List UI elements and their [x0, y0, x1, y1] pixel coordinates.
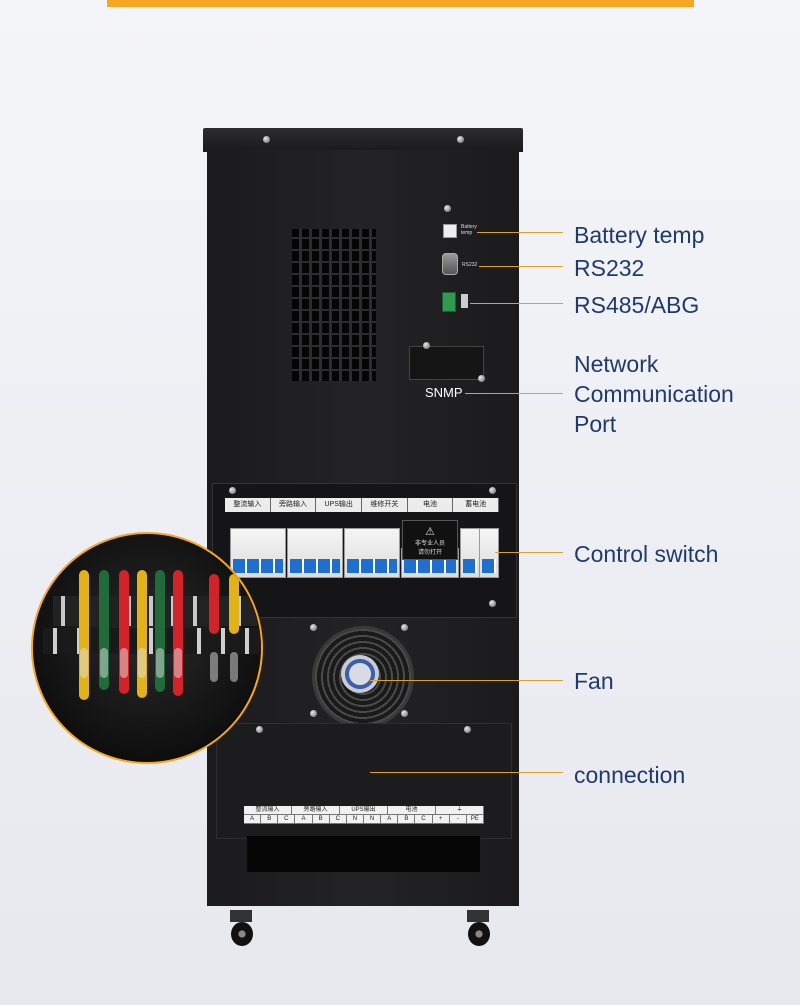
screw — [401, 710, 408, 717]
snmp-card-slot[interactable] — [409, 346, 484, 380]
top-accent-bar — [107, 0, 694, 7]
callout-line — [495, 552, 563, 553]
screw — [464, 726, 471, 733]
callout-battery-temp: Battery temp — [574, 222, 705, 248]
terminal-cell: - — [449, 815, 467, 824]
terminal-zoom-inset — [31, 532, 263, 764]
battery-breaker[interactable] — [479, 528, 499, 578]
terminal-cell: A — [244, 815, 262, 824]
terminal-cell: PE — [466, 815, 484, 824]
screw — [401, 624, 408, 631]
wire-green — [155, 570, 165, 692]
ventilation-grille — [292, 229, 376, 381]
terminal-cell: N — [346, 815, 364, 824]
battery-temp-port[interactable] — [443, 224, 457, 238]
ground-icon: ⏚ — [436, 806, 484, 815]
screw — [263, 136, 270, 143]
breaker-label: UPS输出 — [316, 498, 363, 512]
fan-hub — [341, 655, 379, 693]
rs485-terminal[interactable] — [442, 292, 456, 312]
callout-line-text: Network — [574, 351, 659, 377]
breaker-label: 电池 — [408, 498, 454, 512]
rs232-tag: RS232 — [462, 262, 478, 268]
terminal-group-label: 旁路输入 — [292, 806, 340, 815]
wire-yellow — [137, 570, 147, 698]
breaker-label: 蓄电池 — [453, 498, 500, 512]
terminal-cell: + — [432, 815, 450, 824]
wire-yellow — [229, 574, 239, 682]
cable-entry-slot — [247, 836, 480, 872]
callout-rs485: RS485/ABG — [574, 292, 700, 318]
rs485-connector[interactable] — [461, 294, 468, 308]
terminal-group-label: 电池 — [388, 806, 436, 815]
terminal-cell: C — [329, 815, 347, 824]
battery-breaker[interactable] — [460, 528, 480, 578]
ups-output-breaker[interactable] — [344, 528, 400, 578]
warning-text: 非专业人员 — [414, 541, 445, 547]
screw — [256, 726, 263, 733]
callout-fan: Fan — [574, 668, 614, 694]
screw — [423, 342, 430, 349]
callout-line — [479, 266, 563, 267]
callout-control-switch: Control switch — [574, 541, 719, 567]
warning-icon: ⚠ — [425, 526, 435, 538]
callout-line — [370, 772, 563, 773]
terminal-cell: B — [398, 815, 416, 824]
breaker-label-strip: 整流输入 旁路输入 UPS输出 维修开关 电池 蓄电池 — [225, 498, 500, 512]
terminal-cell: N — [363, 815, 382, 824]
breaker-label: 维修开关 — [362, 498, 408, 512]
terminal-cell: C — [415, 815, 433, 824]
callout-line — [465, 393, 563, 394]
callout-line-text: Port — [574, 411, 617, 437]
caster-wheel — [226, 910, 256, 946]
bypass-input-breaker[interactable] — [287, 528, 343, 578]
callout-line — [370, 680, 563, 681]
screw — [310, 710, 317, 717]
terminal-cell: B — [312, 815, 330, 824]
screw — [444, 205, 451, 212]
callout-line — [470, 303, 563, 304]
callout-line — [477, 232, 563, 233]
screw — [489, 487, 496, 494]
terminal-screws — [43, 628, 261, 654]
screw — [229, 487, 236, 494]
cabinet-top-cover — [203, 128, 523, 152]
breaker-label: 旁路输入 — [271, 498, 317, 512]
terminal-cell: A — [381, 815, 399, 824]
screw — [457, 136, 464, 143]
maintenance-switch-cover[interactable]: ⚠ 非专业人员 请勿打开 — [402, 520, 458, 560]
wire-red — [209, 574, 219, 682]
callout-line-text: Communication — [574, 381, 734, 407]
wire-yellow — [79, 570, 89, 700]
warning-text: 请勿打开 — [417, 550, 442, 556]
wire-green — [99, 570, 109, 690]
terminal-cell: A — [295, 815, 313, 824]
rs232-port[interactable] — [442, 253, 458, 275]
breaker-label: 整流输入 — [225, 498, 271, 512]
terminal-group-label: UPS输出 — [340, 806, 388, 815]
callout-connection: connection — [574, 762, 686, 788]
screw — [489, 600, 496, 607]
caster-wheel — [463, 910, 493, 946]
wire-red — [119, 570, 129, 694]
callout-rs232: RS232 — [574, 255, 645, 281]
terminal-group-label: 整流输入 — [244, 806, 292, 815]
terminal-cell: B — [261, 815, 279, 824]
screw — [310, 624, 317, 631]
terminal-cell: C — [278, 815, 296, 824]
screw — [478, 375, 485, 382]
snmp-label: SNMP — [425, 385, 463, 400]
callout-network-port: Network Communication Port — [574, 349, 734, 439]
rectifier-input-breaker[interactable] — [230, 528, 286, 578]
wire-red — [173, 570, 183, 696]
